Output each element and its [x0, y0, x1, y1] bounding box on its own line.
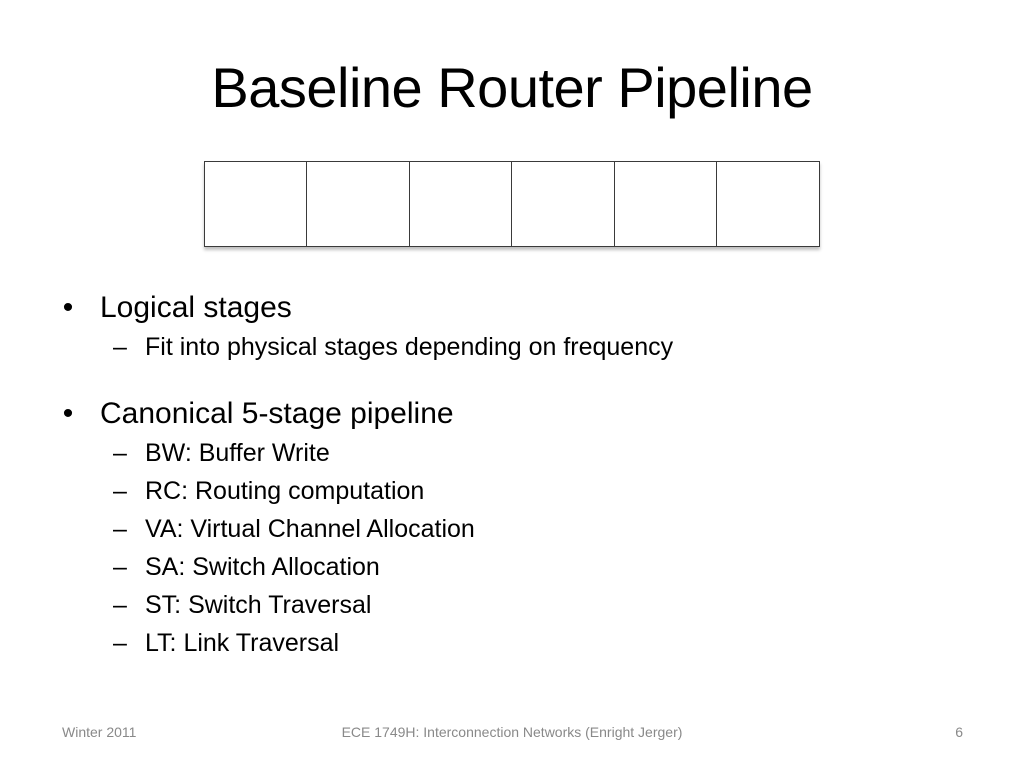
- sub-dash-icon: –: [113, 629, 127, 657]
- sub-item: –RC: Routing computation: [58, 472, 958, 510]
- pipeline-stage-box: [408, 161, 513, 247]
- bullet-list: •Logical stages–Fit into physical stages…: [58, 288, 958, 662]
- bullet-gap: [58, 366, 958, 394]
- pipeline-stage-box: [511, 161, 616, 247]
- sub-item-text: LT: Link Traversal: [145, 629, 340, 657]
- bullet-text: Canonical 5-stage pipeline: [100, 397, 454, 430]
- sub-dash-icon: –: [113, 591, 127, 619]
- sub-item: –VA: Virtual Channel Allocation: [58, 510, 958, 548]
- footer-page-number: 6: [955, 724, 963, 740]
- sub-dash-icon: –: [113, 515, 127, 543]
- sub-list: –Fit into physical stages depending on f…: [58, 328, 958, 366]
- footer-course: ECE 1749H: Interconnection Networks (Enr…: [341, 724, 683, 740]
- pipeline-diagram: [204, 161, 821, 247]
- sub-dash-icon: –: [113, 477, 127, 505]
- bullet-dot-icon: •: [62, 291, 74, 324]
- sub-dash-icon: –: [113, 439, 127, 467]
- sub-dash-icon: –: [113, 333, 127, 361]
- bullet-dot-icon: •: [62, 397, 74, 430]
- sub-item: –Fit into physical stages depending on f…: [58, 328, 958, 366]
- sub-item-text: Fit into physical stages depending on fr…: [145, 333, 674, 361]
- pipeline-stage-box: [716, 161, 821, 247]
- bullet-item: • Logical stages: [58, 288, 958, 328]
- pipeline-stage-box: [306, 161, 411, 247]
- sub-item-text: BW: Buffer Write: [145, 439, 330, 467]
- sub-dash-icon: –: [113, 553, 127, 581]
- sub-item: –ST: Switch Traversal: [58, 586, 958, 624]
- sub-item: –SA: Switch Allocation: [58, 548, 958, 586]
- bullet-text: Logical stages: [100, 291, 292, 324]
- bullet-item: • Canonical 5-stage pipeline: [58, 394, 958, 434]
- sub-item-text: SA: Switch Allocation: [145, 553, 380, 581]
- sub-item-text: ST: Switch Traversal: [145, 591, 372, 619]
- sub-item: –BW: Buffer Write: [58, 434, 958, 472]
- sub-item: –LT: Link Traversal: [58, 624, 958, 662]
- sub-item-text: VA: Virtual Channel Allocation: [145, 515, 475, 543]
- pipeline-stage-box: [204, 161, 308, 247]
- pipeline-stage-box: [613, 161, 718, 247]
- sub-item-text: RC: Routing computation: [145, 477, 425, 505]
- footer-date: Winter 2011: [62, 724, 137, 740]
- sub-list: –BW: Buffer Write–RC: Routing computatio…: [58, 434, 958, 662]
- slide-title: Baseline Router Pipeline: [211, 56, 813, 119]
